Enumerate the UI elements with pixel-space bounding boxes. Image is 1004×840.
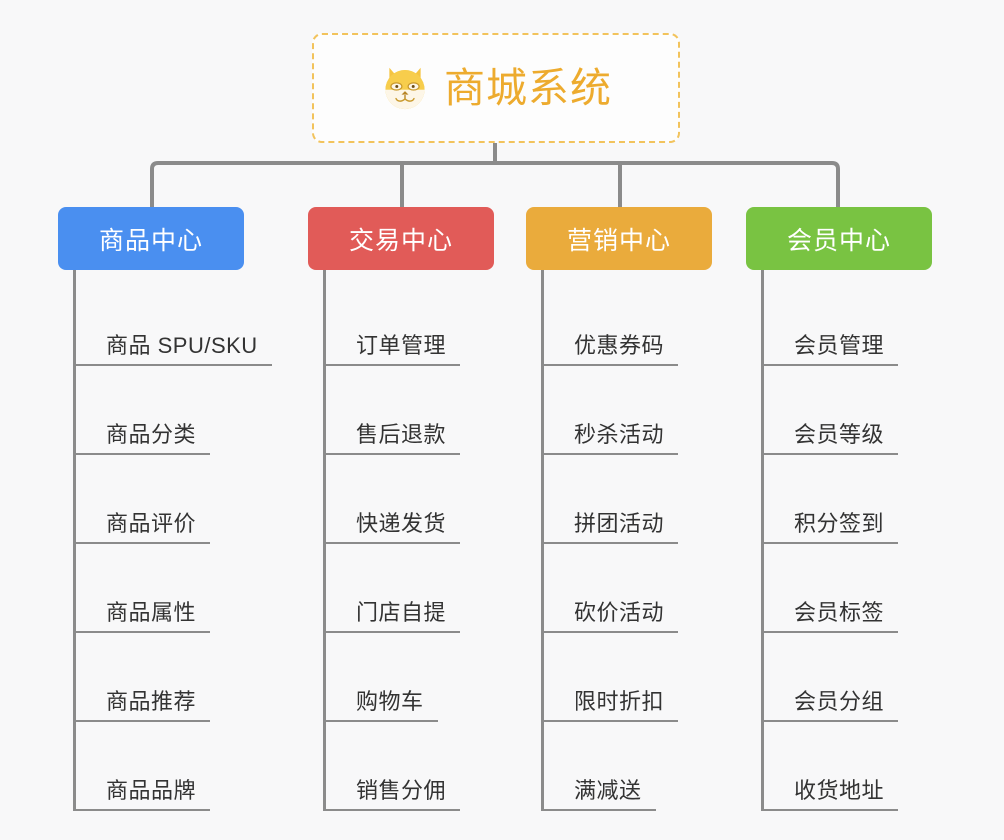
category-label-3: 会员中心 xyxy=(786,226,891,255)
leaf-label: 砍价活动 xyxy=(544,595,679,633)
list-item[interactable]: 商品属性 xyxy=(76,544,244,633)
category-box-2[interactable]: 营销中心 xyxy=(526,207,712,270)
category-label-2: 营销中心 xyxy=(566,226,671,255)
leaf-label: 收货地址 xyxy=(764,773,899,811)
list-item[interactable]: 拼团活动 xyxy=(544,455,712,544)
leaf-label: 商品属性 xyxy=(76,595,211,633)
branch-column-1: 交易中心 订单管理 售后退款 快递发货 门店自提 购物车 销售分佣 xyxy=(308,207,494,811)
list-item[interactable]: 优惠券码 xyxy=(544,277,712,366)
list-item[interactable]: 会员管理 xyxy=(764,277,932,366)
leaf-group-2: 优惠券码 秒杀活动 拼团活动 砍价活动 限时折扣 满减送 xyxy=(541,270,712,811)
leaf-label: 售后退款 xyxy=(326,417,461,455)
leaf-label: 秒杀活动 xyxy=(544,417,679,455)
list-item[interactable]: 售后退款 xyxy=(326,366,494,455)
leaf-label: 快递发货 xyxy=(326,506,461,544)
list-item[interactable]: 收货地址 xyxy=(764,722,932,811)
leaf-label: 商品 SPU/SKU xyxy=(76,328,272,366)
leaf-label: 会员管理 xyxy=(764,328,899,366)
root-node[interactable]: 商城系统 xyxy=(312,33,680,143)
leaf-label: 门店自提 xyxy=(326,595,461,633)
list-item[interactable]: 购物车 xyxy=(326,633,494,722)
leaf-label: 商品品牌 xyxy=(76,773,211,811)
category-label-1: 交易中心 xyxy=(348,226,453,255)
list-item[interactable]: 会员等级 xyxy=(764,366,932,455)
list-item[interactable]: 限时折扣 xyxy=(544,633,712,722)
category-box-3[interactable]: 会员中心 xyxy=(746,207,932,270)
list-item[interactable]: 商品推荐 xyxy=(76,633,244,722)
leaf-label: 积分签到 xyxy=(764,506,899,544)
leaf-label: 拼团活动 xyxy=(544,506,679,544)
leaf-label: 商品分类 xyxy=(76,417,211,455)
dog-face-icon xyxy=(385,67,425,110)
category-box-1[interactable]: 交易中心 xyxy=(308,207,494,270)
list-item[interactable]: 商品评价 xyxy=(76,455,244,544)
list-item[interactable]: 满减送 xyxy=(544,722,712,811)
leaf-group-0: 商品 SPU/SKU 商品分类 商品评价 商品属性 商品推荐 商品品牌 xyxy=(73,270,272,811)
list-item[interactable]: 会员分组 xyxy=(764,633,932,722)
list-item[interactable]: 快递发货 xyxy=(326,455,494,544)
list-item[interactable]: 门店自提 xyxy=(326,544,494,633)
leaf-group-3: 会员管理 会员等级 积分签到 会员标签 会员分组 收货地址 xyxy=(761,270,932,811)
leaf-label: 购物车 xyxy=(326,684,438,722)
leaf-label: 商品评价 xyxy=(76,506,211,544)
category-box-0[interactable]: 商品中心 xyxy=(58,207,244,270)
branch-column-0: 商品中心 商品 SPU/SKU 商品分类 商品评价 商品属性 商品推荐 商品品牌 xyxy=(58,207,272,811)
leaf-label: 会员等级 xyxy=(764,417,899,455)
branch-column-3: 会员中心 会员管理 会员等级 积分签到 会员标签 会员分组 收货地址 xyxy=(746,207,932,811)
leaf-label: 限时折扣 xyxy=(544,684,679,722)
leaf-label: 会员分组 xyxy=(764,684,899,722)
list-item[interactable]: 商品 SPU/SKU xyxy=(76,277,272,366)
leaf-label: 优惠券码 xyxy=(544,328,679,366)
leaf-label: 销售分佣 xyxy=(326,773,461,811)
root-title: 商城系统 xyxy=(444,64,612,111)
branch-column-2: 营销中心 优惠券码 秒杀活动 拼团活动 砍价活动 限时折扣 满减送 xyxy=(526,207,712,811)
category-label-0: 商品中心 xyxy=(98,226,203,255)
leaf-label: 订单管理 xyxy=(326,328,461,366)
leaf-label: 会员标签 xyxy=(764,595,899,633)
leaf-label: 商品推荐 xyxy=(76,684,211,722)
leaf-label: 满减送 xyxy=(544,773,656,811)
list-item[interactable]: 秒杀活动 xyxy=(544,366,712,455)
list-item[interactable]: 砍价活动 xyxy=(544,544,712,633)
list-item[interactable]: 订单管理 xyxy=(326,277,494,366)
list-item[interactable]: 商品分类 xyxy=(76,366,244,455)
list-item[interactable]: 会员标签 xyxy=(764,544,932,633)
list-item[interactable]: 积分签到 xyxy=(764,455,932,544)
list-item[interactable]: 商品品牌 xyxy=(76,722,244,811)
list-item[interactable]: 销售分佣 xyxy=(326,722,494,811)
leaf-group-1: 订单管理 售后退款 快递发货 门店自提 购物车 销售分佣 xyxy=(323,270,494,811)
